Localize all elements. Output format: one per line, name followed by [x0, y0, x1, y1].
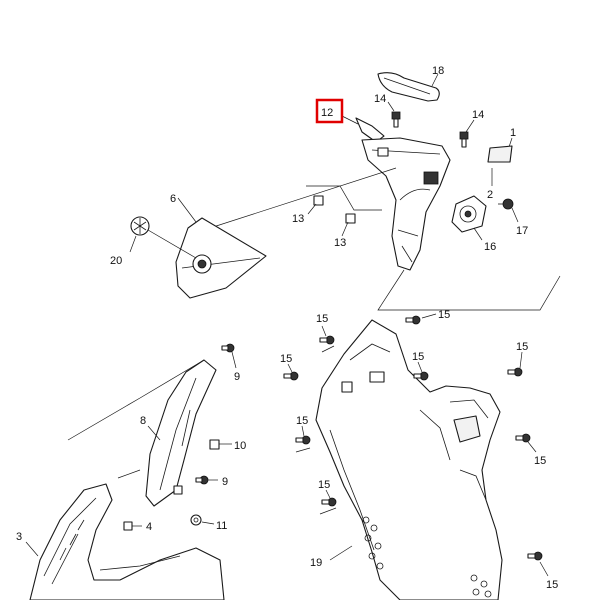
callout-8: 8 — [140, 415, 146, 427]
clip-4[interactable] — [123, 521, 133, 531]
assembly-line-right — [377, 269, 561, 311]
leader-15-a — [421, 313, 437, 319]
bolt-15-c[interactable] — [283, 371, 299, 381]
leader-6 — [177, 197, 197, 223]
leader-13-upper — [307, 203, 317, 215]
callout-11: 11 — [216, 520, 227, 532]
callout-15-d: 15 — [412, 351, 424, 363]
part-12-bracket[interactable] — [355, 117, 385, 143]
assembly-line-top — [209, 167, 397, 229]
callout-16: 16 — [484, 241, 496, 253]
callout-14-left: 14 — [374, 93, 386, 105]
leader-18 — [431, 73, 439, 87]
callout-3: 3 — [16, 531, 22, 543]
clip-13-lower[interactable] — [345, 213, 356, 224]
callout-15-c: 15 — [280, 353, 292, 365]
bolt-14-right[interactable] — [459, 131, 469, 148]
callout-14-right: 14 — [472, 109, 484, 121]
leader-9-upper — [231, 351, 237, 369]
emblem-20[interactable] — [130, 216, 150, 236]
callout-15-b: 15 — [316, 313, 328, 325]
callout-15-g: 15 — [534, 455, 546, 467]
callout-15-i: 15 — [546, 579, 558, 591]
leader-11 — [201, 521, 215, 525]
callout-2: 2 — [487, 189, 493, 201]
part-16-grille[interactable] — [451, 195, 487, 233]
leader-14-left — [387, 101, 395, 112]
callout-6: 6 — [170, 193, 176, 205]
bolt-15-b[interactable] — [319, 335, 335, 345]
callout-15-a: 15 — [438, 309, 450, 321]
callout-9-lower: 9 — [222, 476, 228, 488]
clip-10[interactable] — [209, 439, 220, 450]
part-3-lower-panel[interactable] — [29, 483, 225, 600]
callout-4: 4 — [146, 521, 152, 533]
callout-10: 10 — [234, 440, 246, 452]
part-18-cover[interactable] — [377, 72, 440, 102]
leader-13-lower — [341, 221, 349, 237]
bolt-9-lower[interactable] — [195, 475, 209, 485]
callout-1: 1 — [510, 127, 516, 139]
leader-15-c — [287, 363, 293, 373]
callout-18: 18 — [432, 65, 444, 77]
bolt-17[interactable] — [498, 198, 514, 210]
leader-15-i — [539, 561, 549, 577]
part-8-side-cover[interactable] — [145, 359, 217, 507]
part-19-inner-panel[interactable] — [315, 319, 503, 600]
panel-19-grille-right — [470, 574, 492, 598]
callout-13-upper: 13 — [292, 213, 304, 225]
leader-19 — [329, 545, 353, 561]
bolt-9-upper[interactable] — [221, 343, 235, 353]
part-6-front-cover[interactable] — [175, 217, 267, 299]
callout-12: 12 — [321, 107, 333, 119]
assembly-line-left — [67, 359, 205, 479]
washer-11[interactable] — [190, 514, 202, 526]
leader-17 — [511, 207, 519, 223]
callout-15-e: 15 — [516, 341, 528, 353]
leader-15-b — [321, 325, 335, 353]
callout-labels: 1 2 3 4 6 8 9 9 10 11 12 13 13 14 14 15 … — [16, 65, 558, 591]
leader-16 — [473, 227, 483, 241]
leader-20-to-6 — [147, 229, 197, 259]
callout-9-upper: 9 — [234, 371, 240, 383]
callout-15-f: 15 — [296, 415, 308, 427]
leader-15-d — [417, 361, 423, 373]
clip-13-upper[interactable] — [313, 195, 324, 206]
leader-8 — [147, 425, 161, 441]
leader-15-e — [519, 351, 523, 369]
bolt-14-left[interactable] — [391, 111, 401, 128]
bolt-15-e[interactable] — [507, 367, 523, 377]
leader-12 — [341, 115, 359, 125]
leader-15-f — [295, 425, 311, 453]
callout-15-h: 15 — [318, 479, 330, 491]
bolt-15-i[interactable] — [527, 551, 543, 561]
leader-3 — [25, 541, 39, 557]
bolt-15-h[interactable] — [321, 497, 337, 507]
callout-17: 17 — [516, 225, 528, 237]
bolt-15-a[interactable] — [405, 315, 421, 325]
part-1-panel-bracket[interactable] — [361, 137, 451, 271]
part-2-label[interactable] — [487, 145, 513, 163]
callout-20: 20 — [110, 255, 122, 267]
leader-15-h — [319, 489, 337, 515]
leader-15-g — [527, 441, 537, 453]
leader-14-right — [465, 119, 475, 133]
bolt-15-f[interactable] — [295, 435, 311, 445]
callout-13-lower: 13 — [334, 237, 346, 249]
callout-12-highlight — [315, 98, 344, 124]
bolt-15-g[interactable] — [515, 433, 531, 443]
leader-20 — [129, 235, 137, 253]
clip-reference-lines — [306, 185, 382, 211]
bolt-15-d[interactable] — [413, 371, 429, 381]
panel-19-grille-left — [362, 516, 384, 570]
callout-19: 19 — [310, 557, 322, 569]
